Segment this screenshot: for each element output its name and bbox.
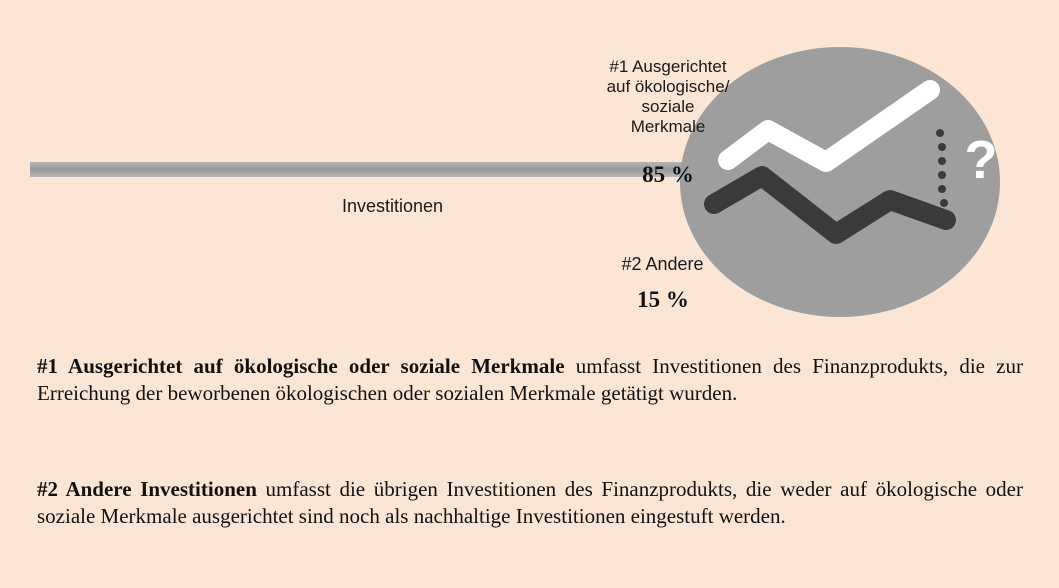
category-1-label: #1 Ausgerichtet auf ökologische/ soziale…: [606, 57, 730, 136]
investments-label: Investitionen: [342, 196, 444, 216]
chart-question-icon: ?: [680, 47, 1000, 317]
category-2-text: umfasst die übrigen Investitionen des Fi…: [37, 477, 1023, 528]
category-2-label: #2 Andere: [621, 254, 704, 274]
category-1-term: #1 Ausgerichtet auf ökologische oder soz…: [37, 354, 565, 378]
category-1-text: umfasst Investitionen des Finanzprodukts…: [37, 354, 1023, 405]
investment-allocation-diagram: ? Investitionen #1 Ausgerichtet auf ökol…: [30, 47, 1000, 317]
category-1-percent: 85 %: [642, 162, 694, 187]
category-2-term: #2 Andere Investitionen: [37, 477, 257, 501]
diagram-graphics: ?: [30, 47, 1000, 317]
category-1-description: #1 Ausgerichtet auf ökologische oder soz…: [37, 353, 1023, 407]
category-2-description: #2 Andere Investitionen umfasst die übri…: [37, 476, 1023, 530]
category-2-percent: 15 %: [637, 287, 689, 312]
investments-bar: [30, 162, 710, 177]
question-mark-glyph: ?: [965, 130, 998, 190]
